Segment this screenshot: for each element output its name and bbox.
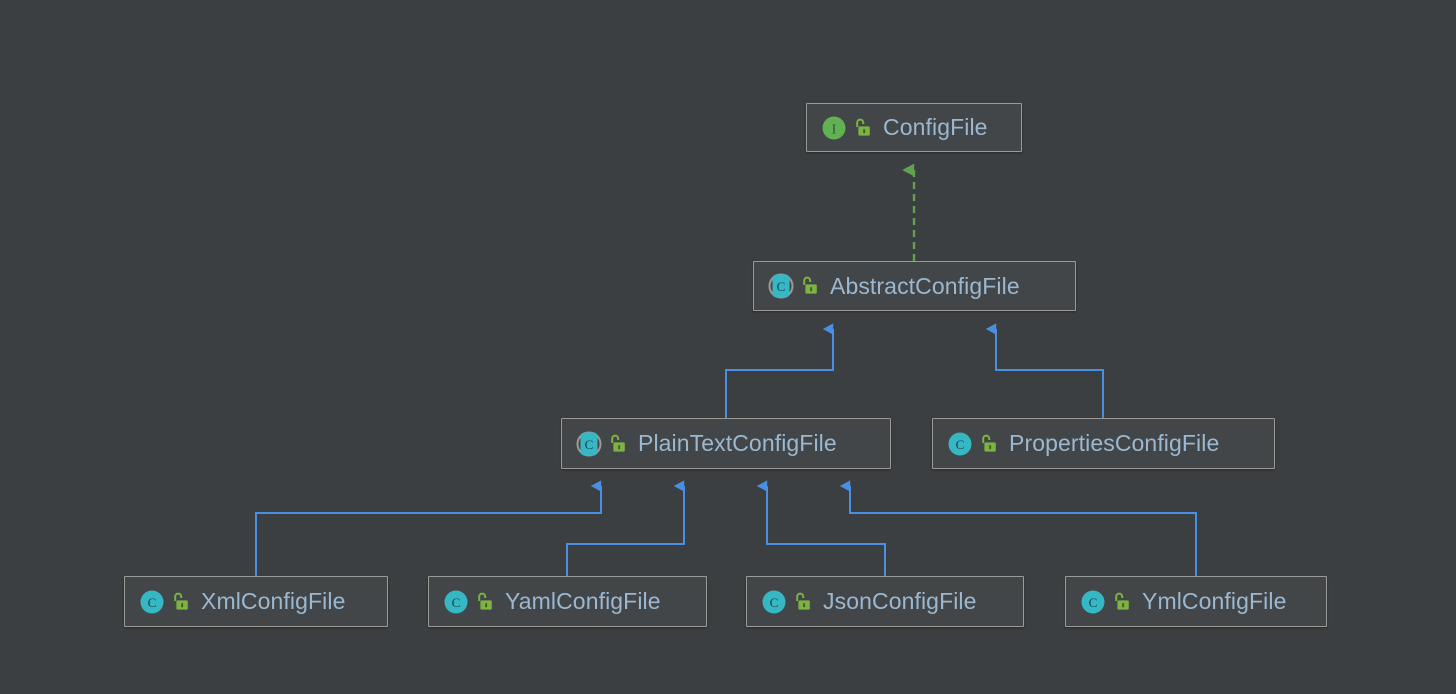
class-node-jsonconfigfile[interactable]: C JsonConfigFile: [746, 576, 1024, 627]
class-icon: C: [140, 590, 164, 613]
class-node-configfile[interactable]: I ConfigFile: [806, 103, 1022, 152]
class-icon: C: [762, 590, 786, 613]
edges-group: [255, 163, 1197, 576]
public-lock-icon: [803, 276, 817, 294]
class-node-label: YmlConfigFile: [1142, 588, 1287, 614]
interface-icon: I: [822, 116, 846, 139]
class-icon: C: [1081, 590, 1105, 613]
class-icon: C: [444, 590, 468, 613]
class-node-label: PlainTextConfigFile: [638, 430, 837, 456]
edge-inheritance[interactable]: [566, 480, 685, 576]
public-lock-icon: [478, 592, 492, 610]
class-node-label: ConfigFile: [883, 114, 988, 140]
node-icon-group: C: [946, 430, 998, 458]
class-node-ymlconfigfile[interactable]: C YmlConfigFile: [1065, 576, 1327, 627]
public-lock-icon: [174, 592, 188, 610]
class-node-plaintextconfigfile[interactable]: C PlainTextConfigFile: [561, 418, 891, 469]
svg-text:C: C: [1089, 595, 1098, 610]
edge-inheritance[interactable]: [985, 323, 1104, 418]
svg-text:C: C: [777, 279, 786, 294]
node-icon-group: I: [820, 114, 872, 142]
node-icon-group: C: [138, 588, 190, 616]
abstract-class-icon: C: [576, 431, 602, 456]
node-icon-group: C: [575, 430, 627, 458]
class-node-yamlconfigfile[interactable]: C YamlConfigFile: [428, 576, 707, 627]
edge-inheritance[interactable]: [725, 323, 834, 418]
class-node-xmlconfigfile[interactable]: C XmlConfigFile: [124, 576, 388, 627]
class-icon: C: [948, 432, 972, 455]
public-lock-icon: [982, 434, 996, 452]
svg-text:C: C: [770, 595, 779, 610]
class-node-label: AbstractConfigFile: [830, 272, 1020, 299]
class-node-propertiesconfigfile[interactable]: C PropertiesConfigFile: [932, 418, 1275, 469]
node-icon-group: C: [442, 588, 494, 616]
edge-inheritance[interactable]: [255, 480, 602, 576]
edge-inheritance[interactable]: [839, 480, 1197, 576]
node-icon-group: C: [760, 588, 812, 616]
public-lock-icon: [856, 118, 870, 136]
node-icon-group: C: [1079, 588, 1131, 616]
abstract-class-icon: C: [768, 273, 794, 299]
public-lock-icon: [1115, 592, 1129, 610]
class-node-abstractconfigfile[interactable]: C AbstractConfigFile: [753, 261, 1076, 311]
public-lock-icon: [611, 434, 625, 452]
svg-text:I: I: [832, 122, 837, 137]
svg-text:C: C: [956, 437, 965, 452]
node-icon-group: C: [767, 272, 819, 300]
public-lock-icon: [796, 592, 810, 610]
class-node-label: YamlConfigFile: [505, 588, 661, 614]
class-node-label: JsonConfigFile: [823, 588, 977, 614]
svg-text:C: C: [452, 595, 461, 610]
edge-inheritance[interactable]: [756, 480, 886, 576]
svg-text:C: C: [585, 437, 594, 452]
svg-text:C: C: [148, 595, 157, 610]
class-node-label: PropertiesConfigFile: [1009, 430, 1220, 456]
class-node-label: XmlConfigFile: [201, 588, 346, 614]
